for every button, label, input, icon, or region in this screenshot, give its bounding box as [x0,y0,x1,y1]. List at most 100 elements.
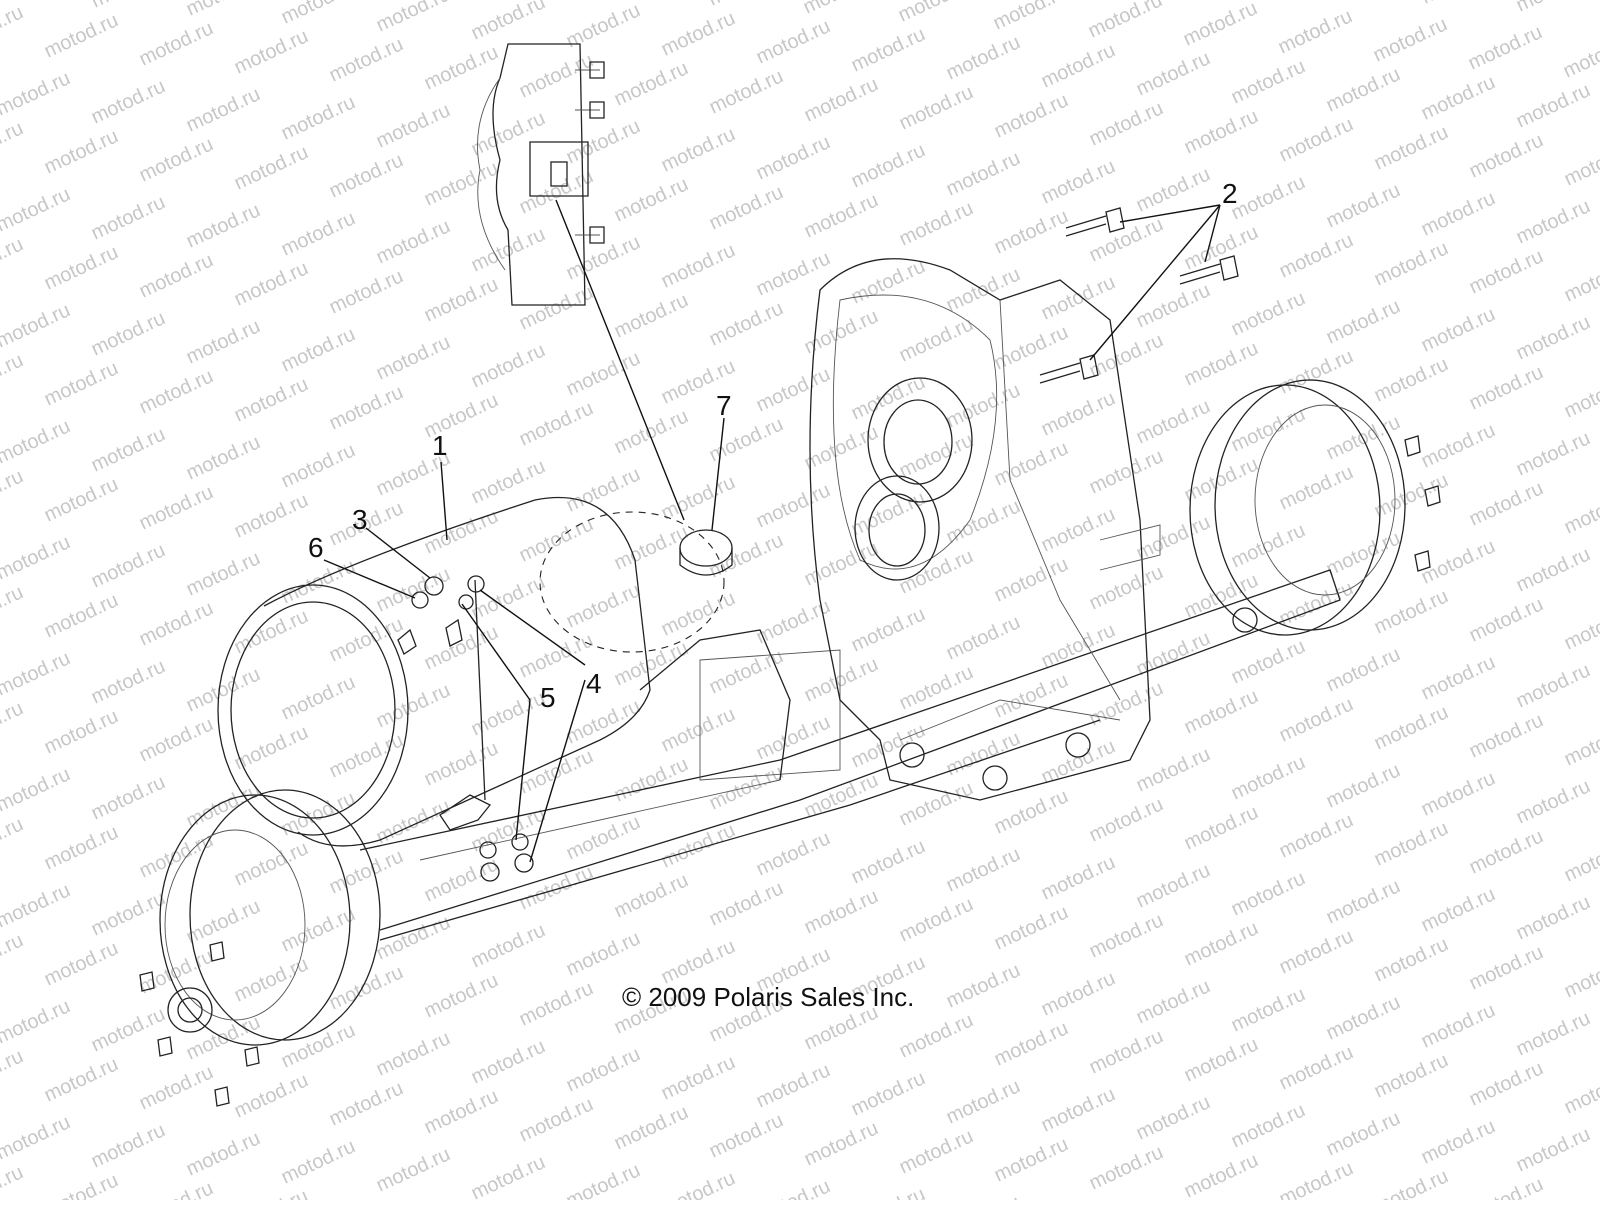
callout-3: 3 [352,504,368,535]
watermark-text: motod.ru [516,513,597,566]
watermark-text: motod.ru [1323,875,1404,928]
watermark-text: motod.ru [1228,751,1309,804]
watermark-text: motod.ru [0,763,74,816]
watermark-text: motod.ru [0,233,27,286]
watermark-text: motod.ru [1228,635,1309,688]
watermark-text: motod.ru [1276,113,1357,166]
watermark-text: motod.ru [658,123,739,176]
watermark-text: motod.ru [1465,21,1546,74]
watermark-text: motod.ru [1181,337,1262,390]
watermark-text: motod.ru [136,1061,217,1114]
watermark-text: motod.ru [1466,361,1547,414]
watermark-text: motod.ru [706,65,787,118]
watermark-text: motod.ru [1133,859,1214,912]
watermark-text: motod.ru [41,1053,122,1106]
watermark-text: motod.ru [753,247,834,300]
callout-2: 2 [1222,178,1238,209]
watermark-text: motod.ru [753,363,834,416]
watermark-text: motod.ru [88,771,169,824]
watermark-text: motod.ru [990,0,1071,35]
watermark-text: motod.ru [895,0,976,27]
watermark-text: motod.ru [468,919,549,972]
watermark-text: motod.ru [1418,303,1499,356]
watermark-text: motod.ru [658,7,739,60]
watermark-text: motod.ru [1086,1141,1167,1194]
watermark-text: motod.ru [658,703,739,756]
watermark-text: motod.ru [278,1019,359,1072]
watermark-text: motod.ru [1371,353,1452,406]
watermark-text: motod.ru [563,1043,644,1096]
watermark-text: motod.ru [88,1119,169,1172]
watermark-text: motod.ru [1560,29,1600,82]
watermark-text: motod.ru [611,637,692,690]
watermark-text: motod.ru [563,1159,644,1200]
watermark-text: motod.ru [1086,793,1167,846]
watermark-text: motod.ru [1133,395,1214,448]
watermark-text: motod.ru [136,481,217,534]
watermark-text: motod.ru [1276,461,1357,514]
callout-1: 1 [432,430,448,461]
watermark-text: motod.ru [801,885,882,938]
watermark-text: motod.ru [1228,867,1309,920]
watermark-text: motod.ru [1371,121,1452,174]
watermark-text: motod.ru [41,125,122,178]
watermark-text: motod.ru [1561,717,1600,770]
watermark-text: motod.ru [753,131,834,184]
watermark-text: motod.ru [706,413,787,466]
watermark-text: motod.ru [801,73,882,126]
watermark-text: motod.ru [231,257,312,310]
watermark-text: motod.ru [88,191,169,244]
watermark-text: motod.ru [1561,1065,1600,1118]
watermark-text: motod.ru [1038,735,1119,788]
watermark-text: motod.ru [1371,1165,1452,1200]
watermark-text: motod.ru [1228,55,1309,108]
watermark-text: motod.ru [373,1027,454,1080]
watermark-text: motod.ru [1513,427,1594,480]
watermark-text: motod.ru [610,0,691,3]
watermark-text: motod.ru [943,843,1024,896]
watermark-text: motod.ru [1038,155,1119,208]
watermark-text: motod.ru [1038,387,1119,440]
watermark-text: motod.ru [1228,287,1309,340]
watermark-text: motod.ru [0,647,74,700]
watermark-text: motod.ru [1323,643,1404,696]
watermark-text: motod.ru [1038,967,1119,1020]
watermark-text: motod.ru [1561,601,1600,654]
watermark-text: motod.ru [896,197,977,250]
watermark-text: motod.ru [278,323,359,376]
watermark-text: motod.ru [1561,833,1600,886]
watermark-text: motod.ru [1133,511,1214,564]
watermark-text: motod.ru [706,877,787,930]
watermark-text: motod.ru [1181,569,1262,622]
watermark-text: motod.ru [1228,171,1309,224]
watermark-text: motod.ru [1418,883,1499,936]
watermark-text: motod.ru [1181,801,1262,854]
watermark-text: motod.ru [611,289,692,342]
watermark-text: motod.ru [183,83,264,136]
watermark-text: motod.ru [373,679,454,732]
watermark-text: motod.ru [41,589,122,642]
watermark-text: motod.ru [848,719,929,772]
watermark-text: motod.ru [231,605,312,658]
watermark-text: motod.ru [516,861,597,914]
watermark-text: motod.ru [0,299,74,352]
watermark-text: motod.ru [183,0,264,21]
watermark-text: motod.ru [1276,809,1357,862]
watermark-text: motod.ru [231,1069,312,1122]
watermark-text: motod.ru [1323,63,1404,116]
watermark-text: motod.ru [373,795,454,848]
watermark-text: motod.ru [1561,949,1600,1002]
watermark-text: motod.ru [0,1161,27,1200]
watermark-text: motod.ru [991,437,1072,490]
watermark-text: motod.ru [0,531,74,584]
watermark-text: motod.ru [468,455,549,508]
watermark-text: motod.ru [326,33,407,86]
watermark-text: motod.ru [848,255,929,308]
watermark-text: motod.ru [1228,519,1309,572]
watermark-text: motod.ru [421,853,502,906]
watermark-text: motod.ru [278,903,359,956]
watermark-text: motod.ru [231,25,312,78]
watermark-text: motod.ru [468,107,549,160]
watermark-text: motod.ru [136,365,217,418]
watermark-text: motod.ru [1275,5,1356,58]
